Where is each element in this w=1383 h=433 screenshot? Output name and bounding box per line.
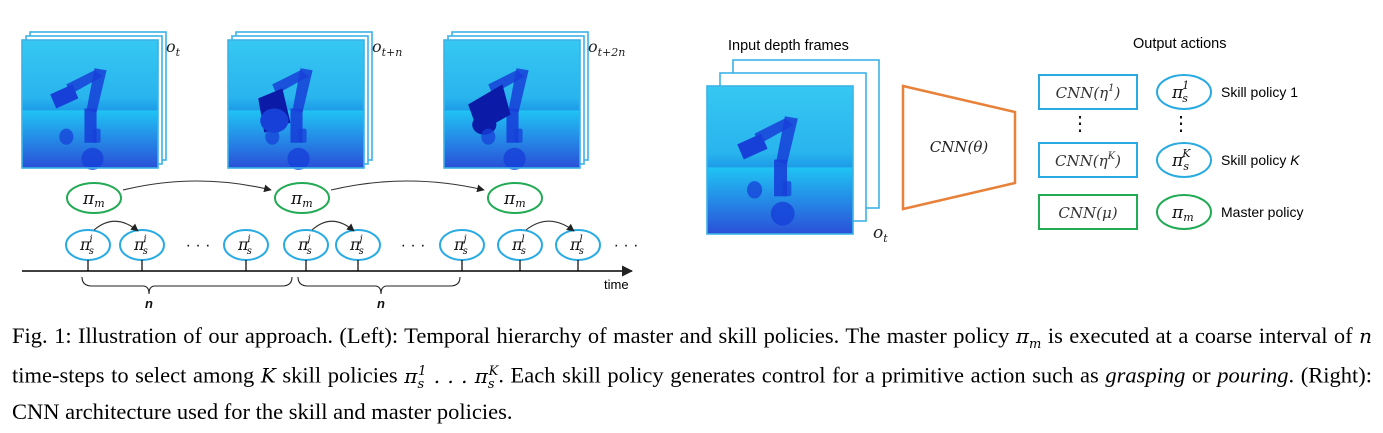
- cnn-head-label: CNN(ηK): [1055, 151, 1121, 170]
- svg-text:πjs: πjs: [349, 234, 364, 257]
- svg-text:πm: πm: [503, 189, 526, 210]
- interval-brace-2: [297, 276, 461, 295]
- output-head-master: CNN(μ) πm Master policy: [1038, 194, 1303, 230]
- skill-ellipsis: · · ·: [401, 237, 426, 254]
- vertical-ellipsis-2: ⋮: [1171, 113, 1191, 135]
- policy-output-node: [1156, 142, 1212, 178]
- cnn-head-box: [1038, 142, 1138, 178]
- caption-math-n: n: [1359, 324, 1372, 348]
- caption-math-skill-range: πs1 . . . πsK: [404, 363, 499, 392]
- master-policy-node-2: πm: [274, 182, 330, 214]
- svg-text:πjs: πjs: [453, 234, 468, 257]
- skill-ellipsis: · · ·: [614, 237, 639, 254]
- vertical-ellipsis-1: ⋮: [1070, 113, 1090, 135]
- input-depth-frame-stack: [706, 59, 880, 235]
- interval-label-1: n: [145, 296, 153, 311]
- svg-text:πis: πis: [237, 234, 252, 257]
- skill-ellipsis: · · ·: [186, 237, 211, 254]
- cnn-head-box: [1038, 74, 1138, 110]
- observation-frame-stack-3: [443, 31, 589, 170]
- cnn-encoder-label: CNN(θ): [930, 138, 989, 156]
- depth-frame-image: [228, 40, 364, 170]
- observation-label-3: ot+2n: [588, 37, 625, 59]
- cnn-encoder-trapezoid: [901, 84, 1017, 211]
- policy-output-node: [1156, 194, 1212, 230]
- observation-frame-stack-1: [21, 31, 167, 170]
- policy-output-symbol: πm: [1171, 203, 1194, 224]
- policy-output-text: Skill policy 1: [1221, 84, 1298, 100]
- caption-text-1: Fig. 1: Illustration of our approach. (L…: [12, 323, 1016, 348]
- master-policy-node-1: πm: [66, 182, 122, 214]
- skill-transition-arrow: [93, 220, 139, 232]
- observation-label-1: ot: [166, 37, 181, 59]
- master-policy-node-3: πm: [487, 182, 543, 214]
- observation-label-2: ot+n: [372, 37, 402, 59]
- output-actions-title: Output actions: [1133, 36, 1227, 52]
- caption-text-2: is executed at a coarse interval of: [1041, 323, 1360, 348]
- input-frame-label: ot: [873, 223, 888, 245]
- depth-frame-image: [444, 40, 580, 170]
- cnn-head-box: [1038, 194, 1138, 230]
- interval-brace-1: [81, 276, 293, 295]
- svg-text:πjs: πjs: [297, 234, 312, 257]
- time-axis-label: time: [604, 277, 629, 292]
- caption-text-4: skill policies: [275, 362, 405, 388]
- caption-math-k: K: [260, 363, 276, 388]
- policy-output-text: Skill policy K: [1221, 152, 1300, 168]
- svg-text:πm: πm: [290, 189, 313, 210]
- interval-label-2: n: [377, 296, 385, 311]
- policy-output-text: Master policy: [1221, 204, 1303, 220]
- svg-text:πls: πls: [511, 234, 526, 257]
- cnn-head-label: CNN(μ): [1058, 204, 1117, 222]
- caption-text-3: time-steps to select among: [12, 362, 261, 388]
- cnn-head-label: CNN(η1): [1056, 83, 1121, 102]
- depth-frame-image: [707, 86, 853, 234]
- observation-frame-stack-2: [227, 31, 373, 170]
- caption-text-6: or: [1185, 362, 1218, 388]
- caption-text-5: . Each skill policy generates control fo…: [498, 362, 1106, 388]
- depth-frame-image: [22, 40, 158, 170]
- svg-text:πis: πis: [133, 234, 148, 257]
- skill-transition-arrow: [311, 220, 355, 232]
- caption-text-7: . (Right): CNN architecture used for the…: [12, 362, 1372, 424]
- policy-output-node: [1156, 74, 1212, 110]
- svg-text:πls: πls: [569, 234, 584, 257]
- master-transition-arrow-2: [330, 180, 485, 193]
- caption-math-pi-m: πm: [1015, 324, 1042, 352]
- svg-text:πis: πis: [79, 234, 94, 257]
- master-transition-arrow-1: [122, 180, 272, 193]
- input-frames-title: Input depth frames: [728, 38, 849, 54]
- skill-transition-arrow: [525, 220, 575, 232]
- caption-grasping: grasping: [1105, 362, 1186, 388]
- svg-text:πm: πm: [82, 189, 105, 210]
- figure-caption: Fig. 1: Illustration of our approach. (L…: [12, 322, 1372, 425]
- caption-pouring: pouring: [1217, 362, 1289, 388]
